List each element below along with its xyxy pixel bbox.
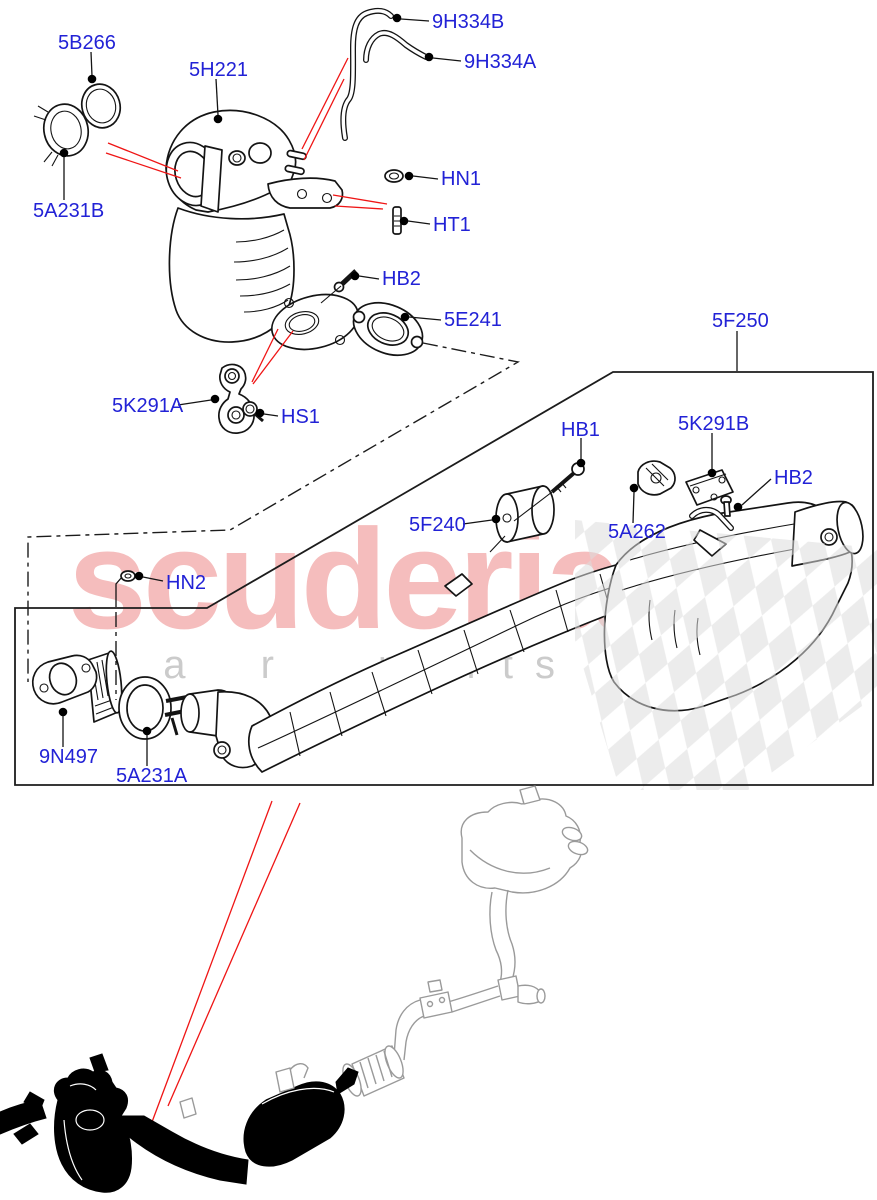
gasket-5E241-drawing — [352, 301, 424, 357]
converter-bracket-plate — [267, 177, 344, 209]
part-label-5H221[interactable]: 5H221 — [189, 59, 248, 81]
watermark-checker-band — [575, 520, 877, 790]
bracket-5K291A-drawing — [218, 363, 255, 434]
red-pointer-lines — [105, 57, 388, 1123]
coupler-9N497-drawing — [31, 650, 123, 723]
overview-rear-section — [342, 785, 589, 1097]
part-label-9N497[interactable]: 9N497 — [39, 746, 98, 768]
part-label-5K291A[interactable]: 5K291A — [112, 395, 184, 417]
part-label-5E241[interactable]: 5E241 — [444, 309, 502, 331]
gasket-5B266-drawing — [80, 83, 122, 129]
part-label-9H334A[interactable]: 9H334A — [464, 51, 537, 73]
overview-mid-flange — [419, 991, 453, 1019]
bolt-HB2-lower-drawing — [720, 495, 732, 517]
kit-boundary-5F250 — [14, 371, 874, 786]
catalytic-converter-drawing — [165, 109, 360, 351]
part-label-HB1[interactable]: HB1 — [561, 419, 600, 441]
nut-HN2-drawing — [120, 570, 136, 582]
overview-rear-hanger — [519, 785, 541, 805]
tube-9H334B-drawing — [340, 7, 394, 141]
part-label-5K291B[interactable]: 5K291B — [678, 413, 749, 435]
overview-hanger-tab-1 — [179, 1097, 197, 1119]
part-label-5B266[interactable]: 5B266 — [58, 32, 116, 54]
nut-HN1-drawing — [384, 169, 404, 183]
clamp-5A262-drawing — [637, 460, 676, 496]
part-label-HN1[interactable]: HN1 — [441, 168, 481, 190]
hn2-position-line — [115, 576, 123, 607]
overview-mid-muffler — [243, 1081, 345, 1167]
part-label-5A231A[interactable]: 5A231A — [116, 765, 188, 787]
part-label-5F250[interactable]: 5F250 — [712, 310, 769, 332]
part-label-HB2-lower[interactable]: HB2 — [774, 467, 813, 489]
callouts: 5B266 5H221 9H334B 9H334A HN1 HT1 HB2 5E… — [33, 11, 813, 787]
part-label-HS1[interactable]: HS1 — [281, 406, 320, 428]
part-label-5A262[interactable]: 5A262 — [608, 521, 666, 543]
front-pipe-drawing — [180, 555, 678, 773]
front-pipe-hanger-tab — [444, 573, 473, 597]
bolt-HS1-drawing — [242, 401, 264, 423]
part-label-5A231B[interactable]: 5A231B — [33, 200, 104, 222]
overview-hanger-tab-2 — [275, 1067, 295, 1093]
isolator-5F240-drawing — [489, 485, 555, 553]
part-label-9H334B[interactable]: 9H334B — [432, 11, 504, 33]
clamp-5A231A-drawing — [118, 676, 188, 740]
overview-front-section-highlighted — [0, 1053, 359, 1193]
clamp-5A231B-drawing — [33, 103, 90, 167]
part-label-5F240[interactable]: 5F240 — [409, 514, 466, 536]
tube-9H334A-drawing — [363, 30, 429, 63]
part-label-HN2[interactable]: HN2 — [166, 572, 206, 594]
part-label-HB2-upper[interactable]: HB2 — [382, 268, 421, 290]
projection-dashdot-line — [27, 342, 520, 682]
part-label-HT1[interactable]: HT1 — [433, 214, 471, 236]
